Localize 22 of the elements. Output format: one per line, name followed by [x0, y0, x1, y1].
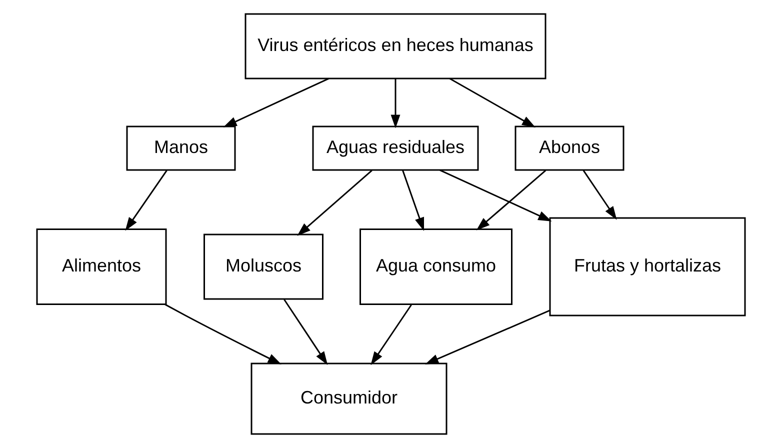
node-box: Frutas y hortalizas	[548, 217, 746, 316]
arrow	[296, 170, 372, 236]
node-box: Consumidor	[250, 362, 447, 435]
arrow	[424, 310, 550, 364]
arrow	[582, 170, 616, 220]
arrow	[222, 78, 329, 128]
node-box: Alimentos	[36, 228, 166, 305]
arrow	[476, 170, 546, 230]
node-box: Agua consumo	[359, 228, 512, 305]
arrow	[164, 304, 281, 364]
arrow	[448, 78, 536, 128]
node-box: Abonos	[514, 126, 624, 171]
arrow	[390, 78, 400, 128]
arrow	[439, 169, 552, 222]
node-box: Aguas residuales	[312, 126, 478, 171]
arrow	[402, 170, 424, 232]
node-box: Moluscos	[203, 234, 323, 300]
node-box: Virus entéricos en heces humanas	[244, 13, 546, 80]
arrow	[124, 170, 167, 231]
arrow	[283, 299, 328, 366]
node-box: Manos	[126, 126, 236, 171]
arrow	[370, 304, 412, 366]
